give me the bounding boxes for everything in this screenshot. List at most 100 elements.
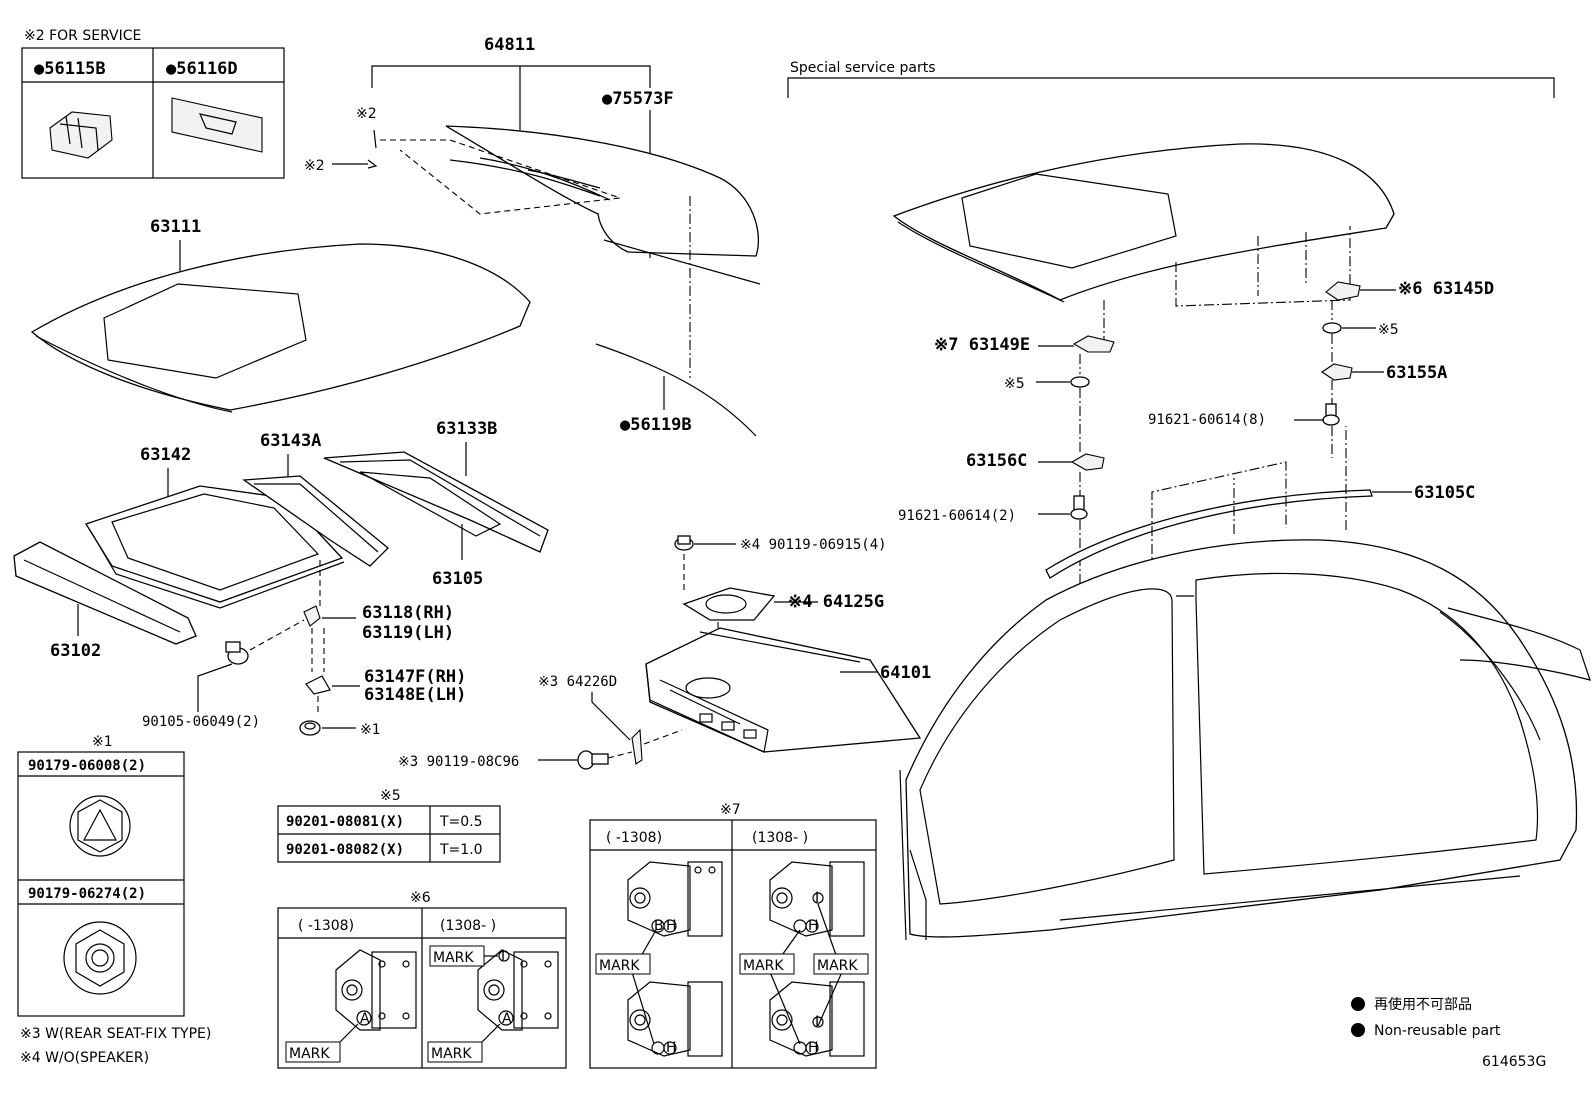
box7-bracket-b: H I H I (769, 861, 865, 1057)
box7-col-b: (1308- ) (752, 830, 808, 846)
box6-title: ※6 (410, 890, 431, 906)
note-3: ※3 W(REAR SEAT-FIX TYPE) (20, 1026, 211, 1042)
label-63147F: 63147F(RH) (364, 667, 466, 687)
bolt-91621-a (1322, 403, 1340, 426)
legend-dot-jp (1351, 997, 1365, 1011)
ref-1-label: ※1 (360, 722, 381, 738)
label-63149E: ※7 63149E (934, 335, 1030, 355)
bolt-90119-06915 (674, 535, 694, 551)
box7-mark-b1: MARK (743, 958, 784, 974)
label-63145D: ※6 63145D (1398, 279, 1494, 299)
label-63148E: 63148E(LH) (364, 685, 466, 705)
washer-ref5b (1070, 376, 1090, 388)
nut-plate-63155A (1321, 363, 1353, 381)
label-90119-06915: ※4 90119-06915(4) (740, 537, 887, 553)
speaker-bracket-64125G (682, 587, 776, 621)
glyph-h-4: H (808, 1040, 819, 1056)
glyph-i-3: I (815, 1014, 819, 1030)
molding-56119B (595, 343, 757, 437)
washer-ref5a (1322, 322, 1342, 334)
nut-plate-63156C (1070, 453, 1105, 471)
service-note: ※2 FOR SERVICE (24, 28, 141, 44)
note-4: ※4 W/O(SPEAKER) (20, 1050, 149, 1066)
box5-row-0-part: 90201-08081(X) (286, 814, 404, 830)
ref-2a: ※2 (356, 106, 377, 122)
box6-col-b: (1308- ) (440, 918, 496, 934)
box5-row-0-t: T=0.5 (439, 814, 483, 830)
legend-en: Non-reusable part (1374, 1023, 1501, 1039)
box1-title: ※1 (92, 734, 113, 750)
label-64125G: ※4 64125G (788, 592, 884, 612)
label-63105C: 63105C (1414, 483, 1475, 503)
label-56119B: ●56119B (620, 415, 692, 435)
windshield-glass (445, 125, 761, 285)
box6-mark-b1: MARK (433, 950, 474, 966)
ref-5b: ※5 (1004, 376, 1025, 392)
box7-frame (589, 819, 877, 1069)
box7-mark-b2: MARK (817, 958, 858, 974)
diagram-id: 614653G (1482, 1054, 1546, 1070)
clip-56116D-drawing (171, 97, 263, 153)
glyph-h-2: H (666, 1040, 677, 1056)
roof-special-63111 (892, 143, 1395, 303)
clip-56115B-drawing (49, 111, 113, 159)
glyph-h-1: H (666, 918, 677, 934)
label-63118: 63118(RH) (362, 603, 454, 623)
bracket-63145D (1325, 281, 1361, 301)
box6-mark-b2: MARK (431, 1046, 472, 1062)
label-63156C: 63156C (966, 451, 1027, 471)
box6-mark-a: MARK (289, 1046, 330, 1062)
label-64226D: ※3 64226D (538, 674, 617, 690)
roof-rail-63105C (1045, 489, 1373, 579)
label-63155A: 63155A (1386, 363, 1447, 383)
package-tray-64101 (645, 627, 922, 753)
label-63143A: 63143A (260, 431, 321, 451)
glyph-a-1: A (360, 1011, 370, 1027)
glyph-b-1: B (654, 918, 664, 934)
label-91621-a: 91621-60614(8) (1148, 412, 1266, 428)
label-63133B: 63133B (436, 419, 497, 439)
ref-2b: ※2 (304, 158, 325, 174)
label-56115B: ●56115B (34, 59, 106, 79)
label-90119-08C96: ※3 90119-08C96 (398, 754, 519, 770)
sunroof-frame-63142 (85, 485, 345, 609)
box7-bracket-a: B H H (627, 861, 723, 1057)
label-91621-b: 91621-60614(2) (898, 508, 1016, 524)
bolt-90119-08C96 (577, 750, 609, 770)
box7-mark-a: MARK (599, 958, 640, 974)
label-63105: 63105 (432, 569, 483, 589)
body-side-outer (899, 539, 1591, 941)
roof-panel-63111 (30, 243, 531, 413)
label-64811: 64811 (484, 35, 535, 55)
label-63119: 63119(LH) (362, 623, 454, 643)
box6-col-a: ( -1308) (298, 918, 354, 934)
glyph-i-1: I (501, 948, 505, 964)
label-63142: 63142 (140, 445, 191, 465)
box1-frame (17, 751, 185, 1017)
bolt-91621-b (1070, 495, 1088, 520)
label-63111: 63111 (150, 217, 201, 237)
glyph-i-2: I (815, 890, 819, 906)
legend-jp: 再使用不可部品 (1374, 996, 1472, 1013)
bracket-63149E (1072, 335, 1115, 353)
nut-ref1 (299, 720, 321, 736)
box7-title: ※7 (720, 802, 741, 818)
nut-90179-06008-drawing (69, 795, 131, 857)
box1-row-0: 90179-06008(2) (28, 758, 146, 774)
label-56116D: ●56116D (166, 59, 238, 79)
label-64101: 64101 (880, 663, 931, 683)
legend-dot-en (1351, 1023, 1365, 1037)
bolt-90105 (225, 641, 249, 665)
glyph-a-2: A (502, 1011, 512, 1027)
box1-row-1: 90179-06274(2) (28, 886, 146, 902)
box5-row-1-part: 90201-08082(X) (286, 842, 404, 858)
special-service-title: Special service parts (790, 60, 936, 76)
roof-rail-63133B (323, 451, 549, 553)
label-63102: 63102 (50, 641, 101, 661)
box5-title: ※5 (380, 788, 401, 804)
roof-bow-63143A (242, 475, 389, 567)
label-75573F: ●75573F (602, 89, 674, 109)
box6-bracket-a: A (335, 949, 417, 1043)
